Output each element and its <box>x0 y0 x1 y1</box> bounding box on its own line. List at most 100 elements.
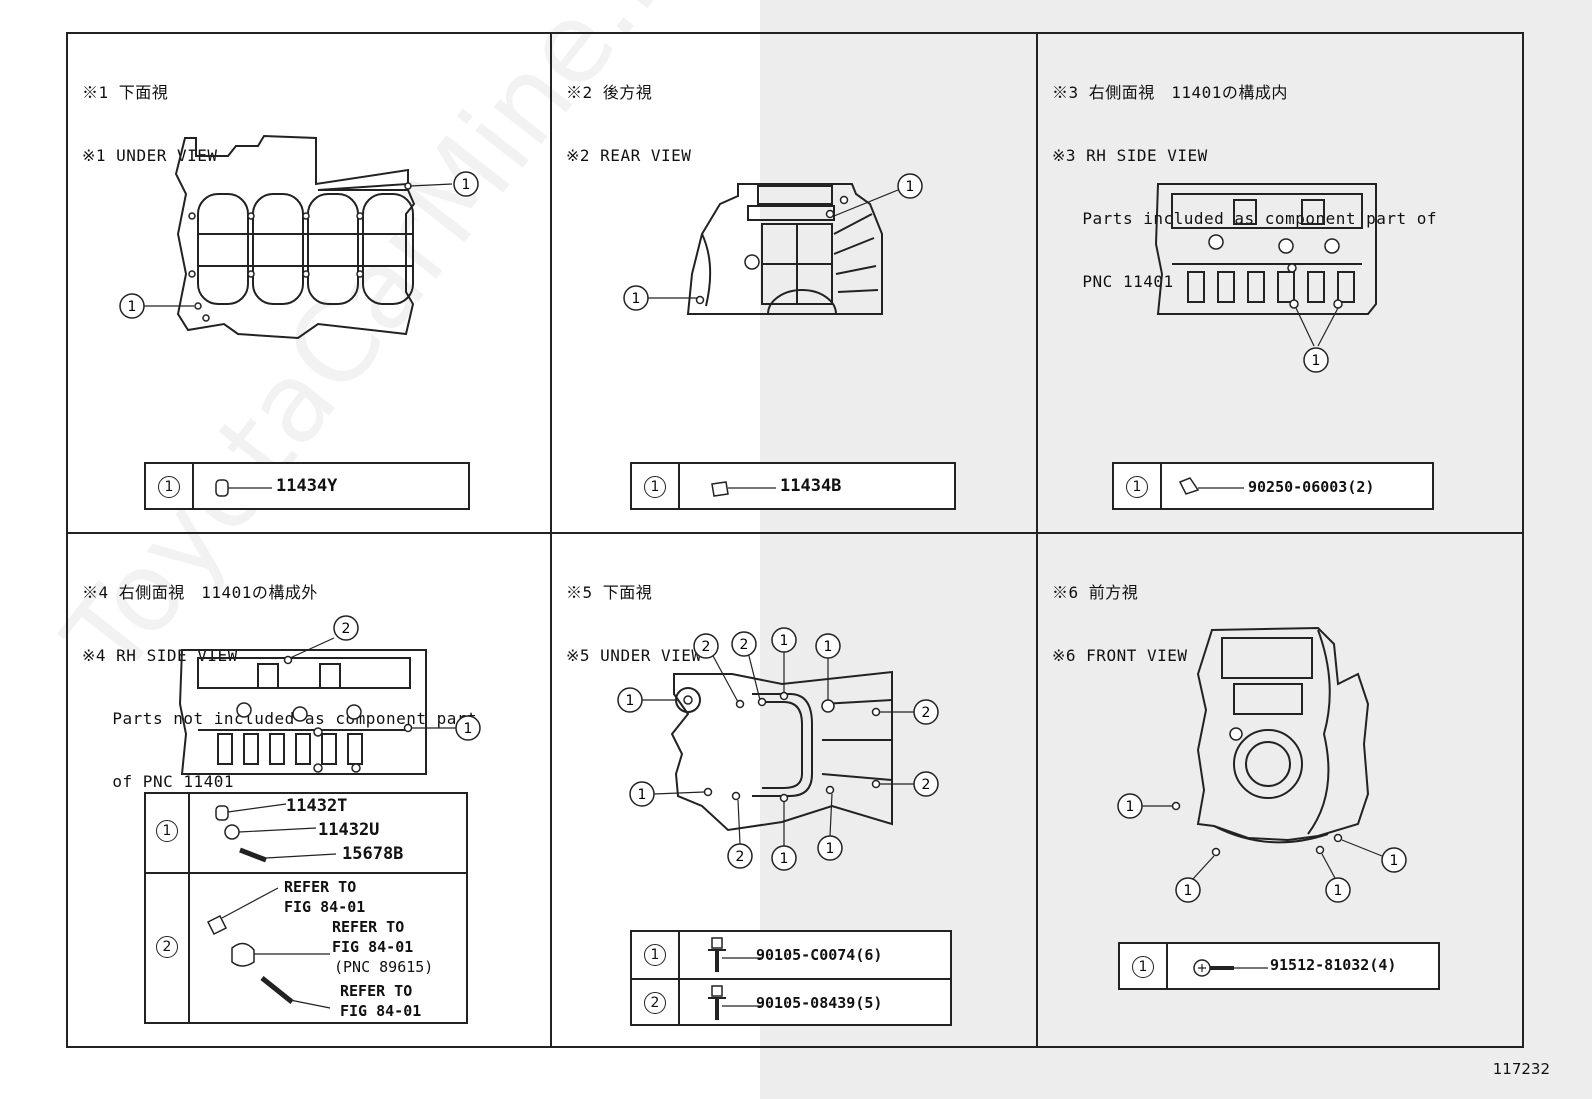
callout-1: 1 <box>771 845 797 871</box>
svg-text:1: 1 <box>780 633 789 649</box>
panel-title-jp: ※2 後方視 <box>566 83 653 102</box>
bolt-washer-stud-icons <box>215 803 337 863</box>
parts-legend: 1 2 11432T 11432U 15678B REFER TO FIG 84… <box>144 792 468 1024</box>
callout-1: 1 <box>1303 347 1329 373</box>
svg-text:2: 2 <box>740 637 749 653</box>
part-number: 90105-08439(5) <box>756 994 883 1012</box>
panel-title-en: ※5 UNDER VIEW <box>566 646 702 665</box>
legend-number: 1 <box>1132 956 1154 978</box>
part-number: 91512-81032(4) <box>1270 956 1397 974</box>
panel-under-view-1: ※1 下面視 ※1 UNDER VIEW 1 1 <box>68 34 554 534</box>
part-number: 11432U <box>318 820 380 840</box>
panel-header: ※5 下面視 ※5 UNDER VIEW <box>566 540 702 708</box>
callout-2: 2 <box>731 631 757 657</box>
svg-text:1: 1 <box>1126 799 1135 815</box>
svg-text:2: 2 <box>342 621 351 637</box>
plug-icon <box>215 479 272 497</box>
reference-text: FIG 84-01 <box>284 898 366 916</box>
figure-number: 117232 <box>1492 1060 1550 1078</box>
bolt-icons <box>708 937 762 1020</box>
svg-text:2: 2 <box>922 777 931 793</box>
panel-title-jp: ※3 右側面視 11401の構成内 <box>1052 83 1288 102</box>
callout-2: 2 <box>333 615 359 641</box>
callout-1: 1 <box>817 835 843 861</box>
part-number: 15678B <box>342 844 404 864</box>
panel-under-view-5: ※5 下面視 ※5 UNDER VIEW <box>552 534 1038 1034</box>
callout-1: 1 <box>119 293 145 319</box>
reference-part-icons <box>206 887 331 1009</box>
panel-title-en: ※6 FRONT VIEW <box>1052 646 1188 665</box>
svg-text:2: 2 <box>736 849 745 865</box>
svg-text:2: 2 <box>702 639 711 655</box>
engine-block-rh-side-drawing: 1 <box>1154 183 1377 373</box>
bolt-icon <box>1193 959 1268 977</box>
legend-number: 1 <box>644 944 666 966</box>
svg-text:1: 1 <box>128 299 137 315</box>
legend-number: 1 <box>1126 476 1148 498</box>
callout-1: 1 <box>771 627 797 653</box>
panel-front-view: ※6 前方視 ※6 FRONT VIEW 1 1 1 1 1 <box>1038 534 1524 1034</box>
panel-rear-view: ※2 後方視 ※2 REAR VIEW 1 1 <box>552 34 1038 534</box>
parts-legend: 1 91512-81032(4) <box>1118 942 1440 990</box>
callout-1: 1 <box>815 633 841 659</box>
panel-title-jp: ※4 右側面視 11401の構成外 <box>82 583 318 602</box>
svg-text:1: 1 <box>906 179 915 195</box>
callout-1: 1 <box>1381 847 1407 873</box>
callout-1: 1 <box>1117 793 1143 819</box>
svg-text:2: 2 <box>922 705 931 721</box>
legend-number: 2 <box>644 992 666 1014</box>
panel-title-jp: ※5 下面視 <box>566 583 653 602</box>
callout-2: 2 <box>693 633 719 659</box>
part-number: 11434B <box>780 476 842 496</box>
legend-number: 1 <box>156 820 178 842</box>
engine-block-under-view-drawing: 1 2 2 1 1 2 2 1 2 1 1 <box>617 627 939 871</box>
panel-rh-side-view-excluded: ※4 右側面視 11401の構成外 ※4 RH SIDE VIEW Parts … <box>68 534 554 1034</box>
callout-1: 1 <box>617 687 643 713</box>
panel-rh-side-view-included: ※3 右側面視 11401の構成内 ※3 RH SIDE VIEW Parts … <box>1038 34 1524 534</box>
panel-header: ※1 下面視 ※1 UNDER VIEW <box>82 40 218 208</box>
part-number: 90105-C0074(6) <box>756 946 883 964</box>
plug-icon <box>1178 477 1244 495</box>
callout-1: 1 <box>1325 877 1351 903</box>
callout-2: 2 <box>913 771 939 797</box>
engine-block-rh-side-drawing: 2 1 <box>178 615 481 775</box>
svg-text:1: 1 <box>632 291 641 307</box>
column-divider-2 <box>1036 32 1038 1048</box>
parts-legend: 1 90250-06003(2) <box>1112 462 1434 510</box>
reference-text: REFER TO <box>332 918 405 936</box>
svg-text:1: 1 <box>1334 883 1343 899</box>
panel-header: ※4 右側面視 11401の構成外 ※4 RH SIDE VIEW Parts … <box>82 540 477 834</box>
svg-text:1: 1 <box>826 841 835 857</box>
part-number: 11432T <box>286 796 348 816</box>
panel-title-en: ※3 RH SIDE VIEW <box>1052 146 1208 165</box>
engine-block-rear-view-drawing: 1 1 <box>623 173 923 315</box>
callout-2: 2 <box>727 843 753 869</box>
row-divider <box>66 532 1524 534</box>
reference-text: FIG 84-01 <box>332 938 414 956</box>
parts-legend: 1 11434Y <box>144 462 470 510</box>
engine-block-front-view-drawing: 1 1 1 1 <box>1117 626 1407 903</box>
svg-text:1: 1 <box>780 851 789 867</box>
diagram-frame <box>66 32 1524 1048</box>
svg-text:1: 1 <box>638 787 647 803</box>
callout-1: 1 <box>453 171 479 197</box>
legend-number: 2 <box>156 936 178 958</box>
svg-text:1: 1 <box>626 693 635 709</box>
reference-pnc: (PNC 89615) <box>334 958 434 976</box>
panel-title-jp: ※6 前方視 <box>1052 583 1139 602</box>
svg-text:1: 1 <box>1312 353 1321 369</box>
svg-text:1: 1 <box>464 721 473 737</box>
svg-text:1: 1 <box>1390 853 1399 869</box>
callout-1: 1 <box>623 285 649 311</box>
legend-number: 1 <box>644 476 666 498</box>
part-number: 90250-06003(2) <box>1248 478 1375 496</box>
callout-1: 1 <box>629 781 655 807</box>
legend-number: 1 <box>158 476 180 498</box>
panel-note: Parts included as component part of <box>1082 209 1438 228</box>
engine-block-under-view-drawing: 1 1 <box>119 134 479 340</box>
panel-title-jp: ※1 下面視 <box>82 83 169 102</box>
parts-legend: 1 11434B <box>630 462 956 510</box>
part-number: 11434Y <box>276 476 338 496</box>
parts-legend: 1 2 90105-C0074(6) 90105-08439(5) <box>630 930 952 1026</box>
reference-text: REFER TO <box>284 878 357 896</box>
